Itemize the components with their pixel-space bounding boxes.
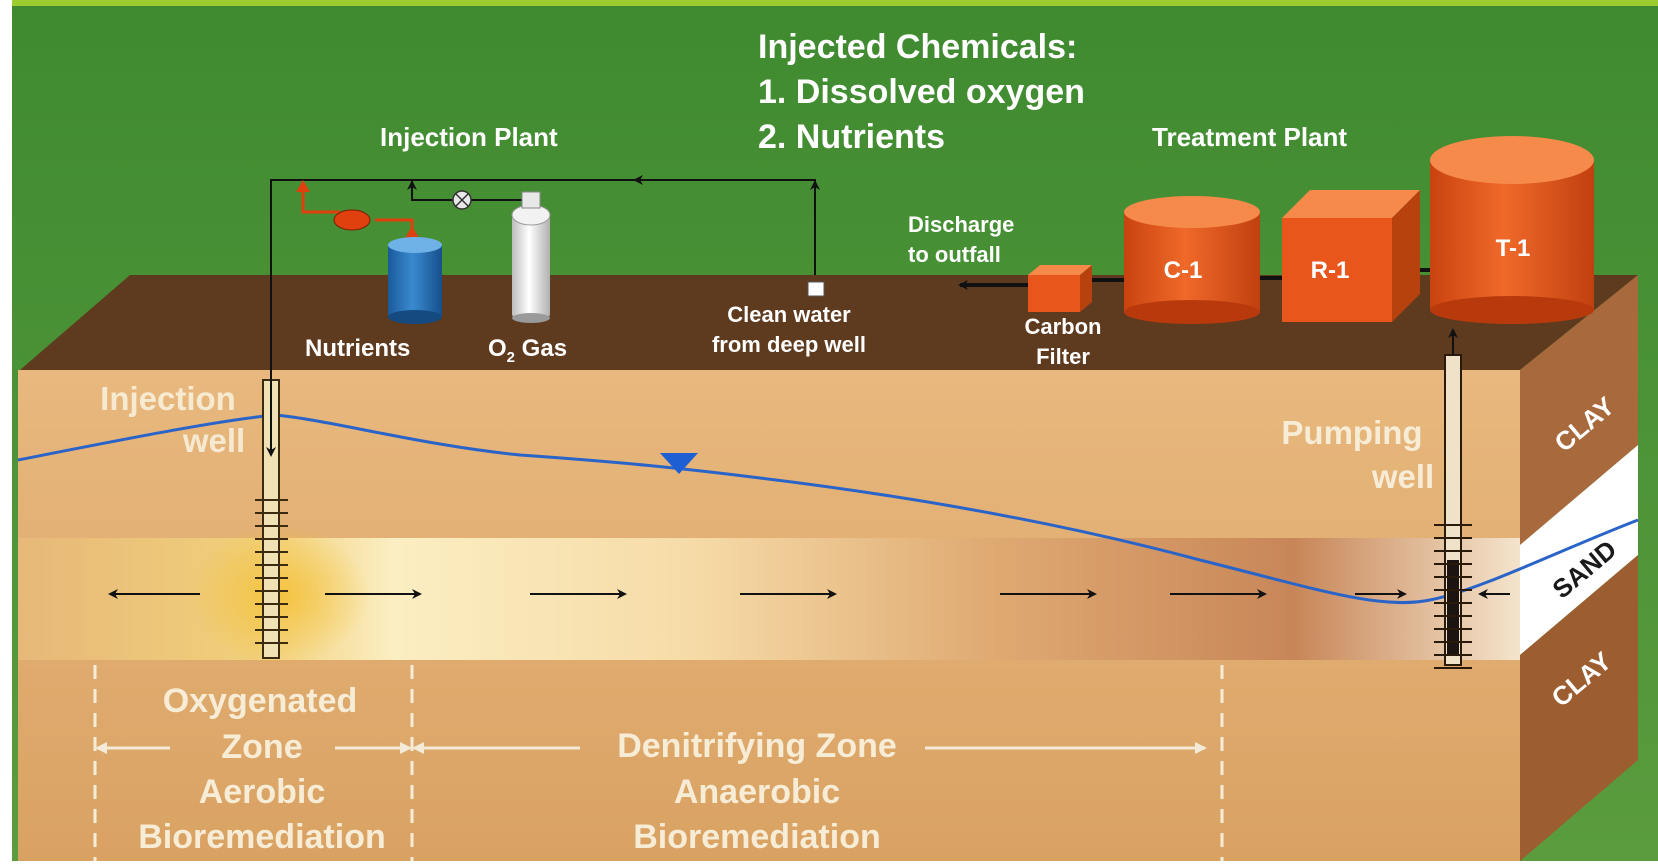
- injection-well-label-2: well: [182, 422, 245, 459]
- tank-r1-label: R-1: [1311, 257, 1350, 284]
- chemicals-item-2: 2. Nutrients: [758, 118, 945, 156]
- pump-icon: [334, 210, 370, 230]
- oxygenated-zone-label-2: Zone: [221, 728, 302, 766]
- pumping-well-label-1: Pumping: [1281, 414, 1422, 451]
- tank-t1: [1430, 136, 1594, 324]
- anaerobic-bioremediation-label: Bioremediation: [633, 818, 880, 856]
- o2-gas-label: O2 Gas: [488, 335, 567, 366]
- tank-t1-label: T-1: [1496, 235, 1531, 262]
- oxygenated-zone-label-1: Oxygenated: [163, 682, 358, 720]
- anaerobic-label: Anaerobic: [674, 773, 840, 811]
- injection-well-label-1: Injection: [100, 380, 236, 417]
- aerobic-label: Aerobic: [199, 773, 326, 811]
- pumping-well-label-2: well: [1371, 458, 1434, 495]
- nutrients-tank: [388, 237, 442, 324]
- clean-water-label-1: Clean water: [727, 302, 851, 327]
- tank-r1: [1282, 190, 1420, 322]
- carbon-filter-label-2: Filter: [1036, 344, 1090, 369]
- discharge-label-1: Discharge: [908, 212, 1014, 237]
- aerobic-bioremediation-label: Bioremediation: [138, 818, 385, 856]
- carbon-filter-label-1: Carbon: [1025, 314, 1102, 339]
- chemicals-title: Injected Chemicals:: [758, 28, 1077, 66]
- chemicals-item-1: 1. Dissolved oxygen: [758, 73, 1085, 111]
- nutrients-label: Nutrients: [305, 335, 410, 362]
- o2-gas-cylinder: [512, 192, 550, 323]
- clean-water-label-2: from deep well: [712, 332, 866, 357]
- discharge-label-2: to outfall: [908, 242, 1001, 267]
- treatment-plant-label: Treatment Plant: [1152, 122, 1347, 152]
- carbon-filter-unit: [1028, 265, 1092, 312]
- deep-well-head: [808, 282, 824, 296]
- denitrifying-zone-label: Denitrifying Zone: [617, 727, 897, 765]
- tank-c1-label: C-1: [1164, 257, 1203, 284]
- injection-plant-label: Injection Plant: [380, 122, 558, 152]
